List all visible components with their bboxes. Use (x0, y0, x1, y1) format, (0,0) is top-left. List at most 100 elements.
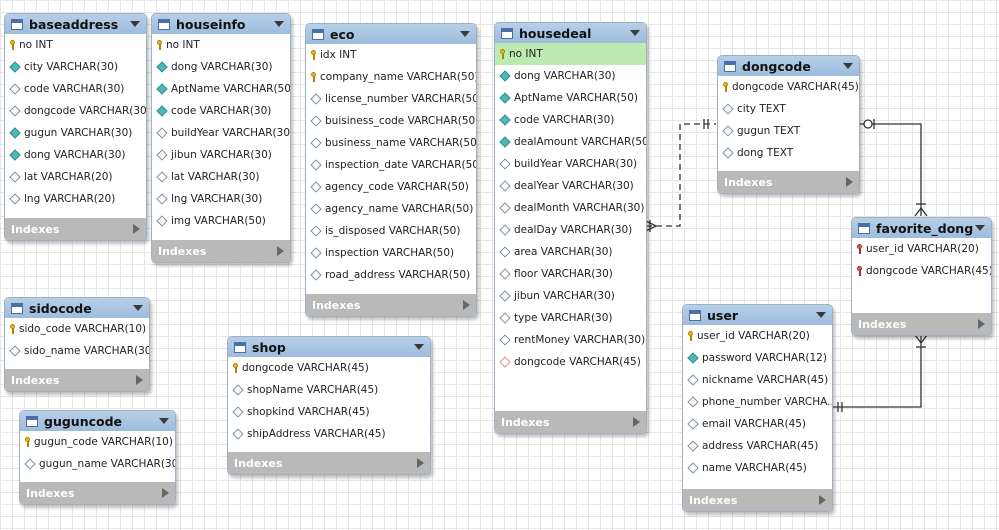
column-row[interactable]: area VARCHAR(30) (495, 241, 646, 263)
column-row[interactable]: buildYear VARCHAR(30) (152, 122, 290, 144)
table-header[interactable]: eco (306, 24, 476, 44)
column-row[interactable]: company_name VARCHAR(50) (306, 66, 476, 88)
column-row[interactable]: buisiness_code VARCHAR(50) (306, 110, 476, 132)
column-row[interactable]: floor VARCHAR(30) (495, 263, 646, 285)
column-row[interactable]: dong VARCHAR(30) (495, 65, 646, 87)
column-row[interactable]: is_disposed VARCHAR(50) (306, 220, 476, 242)
collapse-arrow-icon[interactable] (274, 21, 284, 27)
column-row[interactable]: inspection_date VARCHAR(50) (306, 154, 476, 176)
column-row[interactable]: AptName VARCHAR(50) (152, 78, 290, 100)
column-row[interactable]: phone_number VARCHA... (683, 391, 832, 413)
table-header[interactable]: guguncode (20, 411, 175, 431)
column-row[interactable]: user_id VARCHAR(20) (852, 238, 991, 260)
column-row[interactable]: gugun TEXT (718, 120, 859, 142)
indexes-section[interactable]: Indexes (683, 489, 832, 511)
column-row[interactable]: sido_code VARCHAR(10) (5, 318, 149, 340)
column-row[interactable]: lat VARCHAR(30) (152, 166, 290, 188)
collapse-arrow-icon[interactable] (130, 21, 140, 27)
column-row[interactable]: password VARCHAR(12) (683, 347, 832, 369)
expand-arrow-icon[interactable] (819, 495, 826, 505)
table-header[interactable]: baseaddress (5, 14, 146, 34)
column-row[interactable]: AptName VARCHAR(50) (495, 87, 646, 109)
expand-arrow-icon[interactable] (463, 300, 470, 310)
column-row[interactable]: address VARCHAR(45) (683, 435, 832, 457)
collapse-arrow-icon[interactable] (843, 63, 853, 69)
column-row[interactable]: no INT (152, 34, 290, 56)
column-row[interactable]: jibun VARCHAR(30) (495, 285, 646, 307)
column-row[interactable]: code VARCHAR(30) (5, 78, 146, 100)
column-row[interactable]: agency_name VARCHAR(50) (306, 198, 476, 220)
collapse-arrow-icon[interactable] (816, 312, 826, 318)
indexes-section[interactable]: Indexes (718, 171, 859, 193)
column-row[interactable]: dealAmount VARCHAR(50) (495, 131, 646, 153)
column-row[interactable]: rentMoney VARCHAR(30) (495, 329, 646, 351)
column-row[interactable]: no INT (5, 34, 146, 56)
column-row[interactable]: user_id VARCHAR(20) (683, 325, 832, 347)
column-row[interactable]: dealMonth VARCHAR(30) (495, 197, 646, 219)
indexes-section[interactable]: Indexes (5, 218, 146, 240)
column-row[interactable]: no INT (495, 43, 646, 65)
column-row[interactable]: city VARCHAR(30) (5, 56, 146, 78)
column-row[interactable]: shopkind VARCHAR(45) (228, 401, 430, 423)
column-row[interactable]: name VARCHAR(45) (683, 457, 832, 479)
column-row[interactable]: lng VARCHAR(20) (5, 188, 146, 210)
column-row[interactable]: gugun_code VARCHAR(10) (20, 431, 175, 453)
column-row[interactable]: gugun VARCHAR(30) (5, 122, 146, 144)
indexes-section[interactable]: Indexes (5, 369, 149, 391)
column-row[interactable]: idx INT (306, 44, 476, 66)
column-row[interactable]: business_name VARCHAR(50) (306, 132, 476, 154)
table-header[interactable]: dongcode (718, 56, 859, 76)
column-row[interactable]: dongcode VARCHAR(45) (495, 351, 646, 373)
expand-arrow-icon[interactable] (136, 375, 143, 385)
column-row[interactable]: lat VARCHAR(20) (5, 166, 146, 188)
expand-arrow-icon[interactable] (633, 417, 640, 427)
column-row[interactable]: dongcode VARCHAR(45) (228, 357, 430, 379)
column-row[interactable]: road_address VARCHAR(50) (306, 264, 476, 286)
column-row[interactable]: dongcode VARCHAR(30) (5, 100, 146, 122)
column-row[interactable]: type VARCHAR(30) (495, 307, 646, 329)
table-header[interactable]: sidocode (5, 298, 149, 318)
column-row[interactable]: shopName VARCHAR(45) (228, 379, 430, 401)
expand-arrow-icon[interactable] (978, 319, 985, 329)
column-row[interactable]: city TEXT (718, 98, 859, 120)
column-row[interactable]: jibun VARCHAR(30) (152, 144, 290, 166)
column-row[interactable]: dealYear VARCHAR(30) (495, 175, 646, 197)
column-row[interactable]: inspection VARCHAR(50) (306, 242, 476, 264)
expand-arrow-icon[interactable] (417, 458, 424, 468)
table-header[interactable]: favorite_dong (852, 218, 991, 238)
indexes-section[interactable]: Indexes (306, 294, 476, 316)
collapse-arrow-icon[interactable] (414, 344, 424, 350)
column-row[interactable]: img VARCHAR(50) (152, 210, 290, 232)
indexes-section[interactable]: Indexes (228, 452, 430, 474)
column-row[interactable]: code VARCHAR(30) (152, 100, 290, 122)
table-header[interactable]: user (683, 305, 832, 325)
column-row[interactable]: agency_code VARCHAR(50) (306, 176, 476, 198)
expand-arrow-icon[interactable] (133, 224, 140, 234)
column-row[interactable]: dong VARCHAR(30) (5, 144, 146, 166)
column-row[interactable]: gugun_name VARCHAR(30) (20, 453, 175, 475)
column-row[interactable]: dong VARCHAR(30) (152, 56, 290, 78)
collapse-arrow-icon[interactable] (133, 305, 143, 311)
column-row[interactable]: email VARCHAR(45) (683, 413, 832, 435)
expand-arrow-icon[interactable] (277, 246, 284, 256)
column-row[interactable]: shipAddress VARCHAR(45) (228, 423, 430, 445)
column-row[interactable]: lng VARCHAR(30) (152, 188, 290, 210)
collapse-arrow-icon[interactable] (159, 418, 169, 424)
indexes-section[interactable]: Indexes (852, 313, 991, 335)
column-row[interactable]: buildYear VARCHAR(30) (495, 153, 646, 175)
indexes-section[interactable]: Indexes (495, 411, 646, 433)
table-header[interactable]: housedeal (495, 23, 646, 43)
column-row[interactable]: dong TEXT (718, 142, 859, 164)
column-row[interactable]: dongcode VARCHAR(45) (718, 76, 859, 98)
table-header[interactable]: shop (228, 337, 430, 357)
